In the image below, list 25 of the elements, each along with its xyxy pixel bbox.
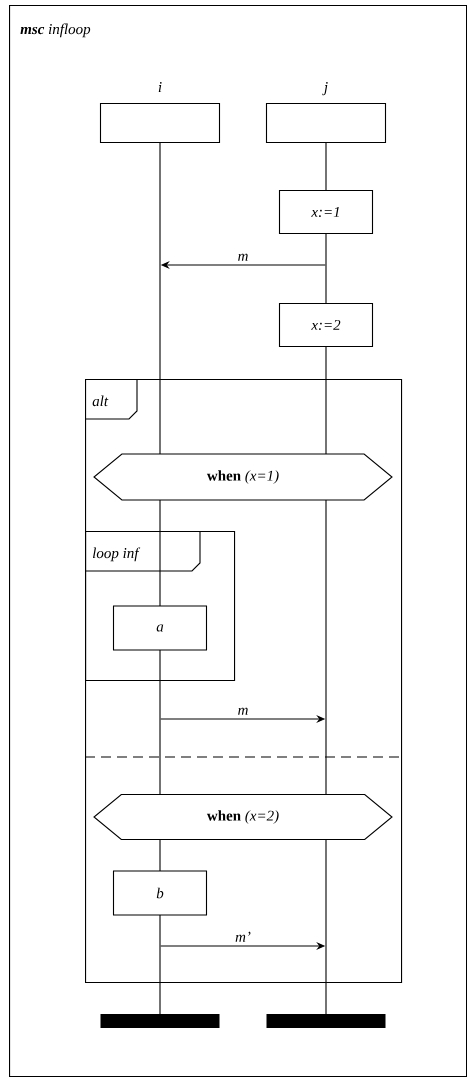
instance-head: j: [265, 82, 387, 144]
lifeline-segment: [159, 649, 161, 796]
action-box: x:=2: [278, 302, 374, 348]
lifeline-segment: [159, 141, 161, 455]
lifeline-segment: [325, 839, 327, 1015]
edge-label: m: [236, 252, 250, 262]
action-box: b: [112, 870, 208, 916]
lifeline-segment: [325, 345, 327, 455]
lifeline-segment: [325, 141, 327, 192]
action-box: x:=1: [278, 189, 374, 235]
lifeline-segment: [325, 499, 327, 796]
lifeline-segment: [159, 914, 161, 1015]
end-bar: [266, 1014, 386, 1028]
condition-hexagon: when (x=1): [93, 453, 393, 501]
node-label: j: [322, 82, 328, 96]
instance-head: i: [99, 82, 221, 144]
edge-label: m’: [234, 930, 252, 943]
lifeline-segment: [159, 499, 161, 607]
node-label: i: [158, 82, 162, 93]
action-box: a: [112, 605, 208, 651]
lifeline-segment: [325, 232, 327, 305]
end-bar: [100, 1014, 220, 1028]
condition-hexagon: when (x=2): [93, 793, 393, 841]
edge-label: m: [236, 706, 250, 716]
lifeline-segment: [159, 839, 161, 872]
